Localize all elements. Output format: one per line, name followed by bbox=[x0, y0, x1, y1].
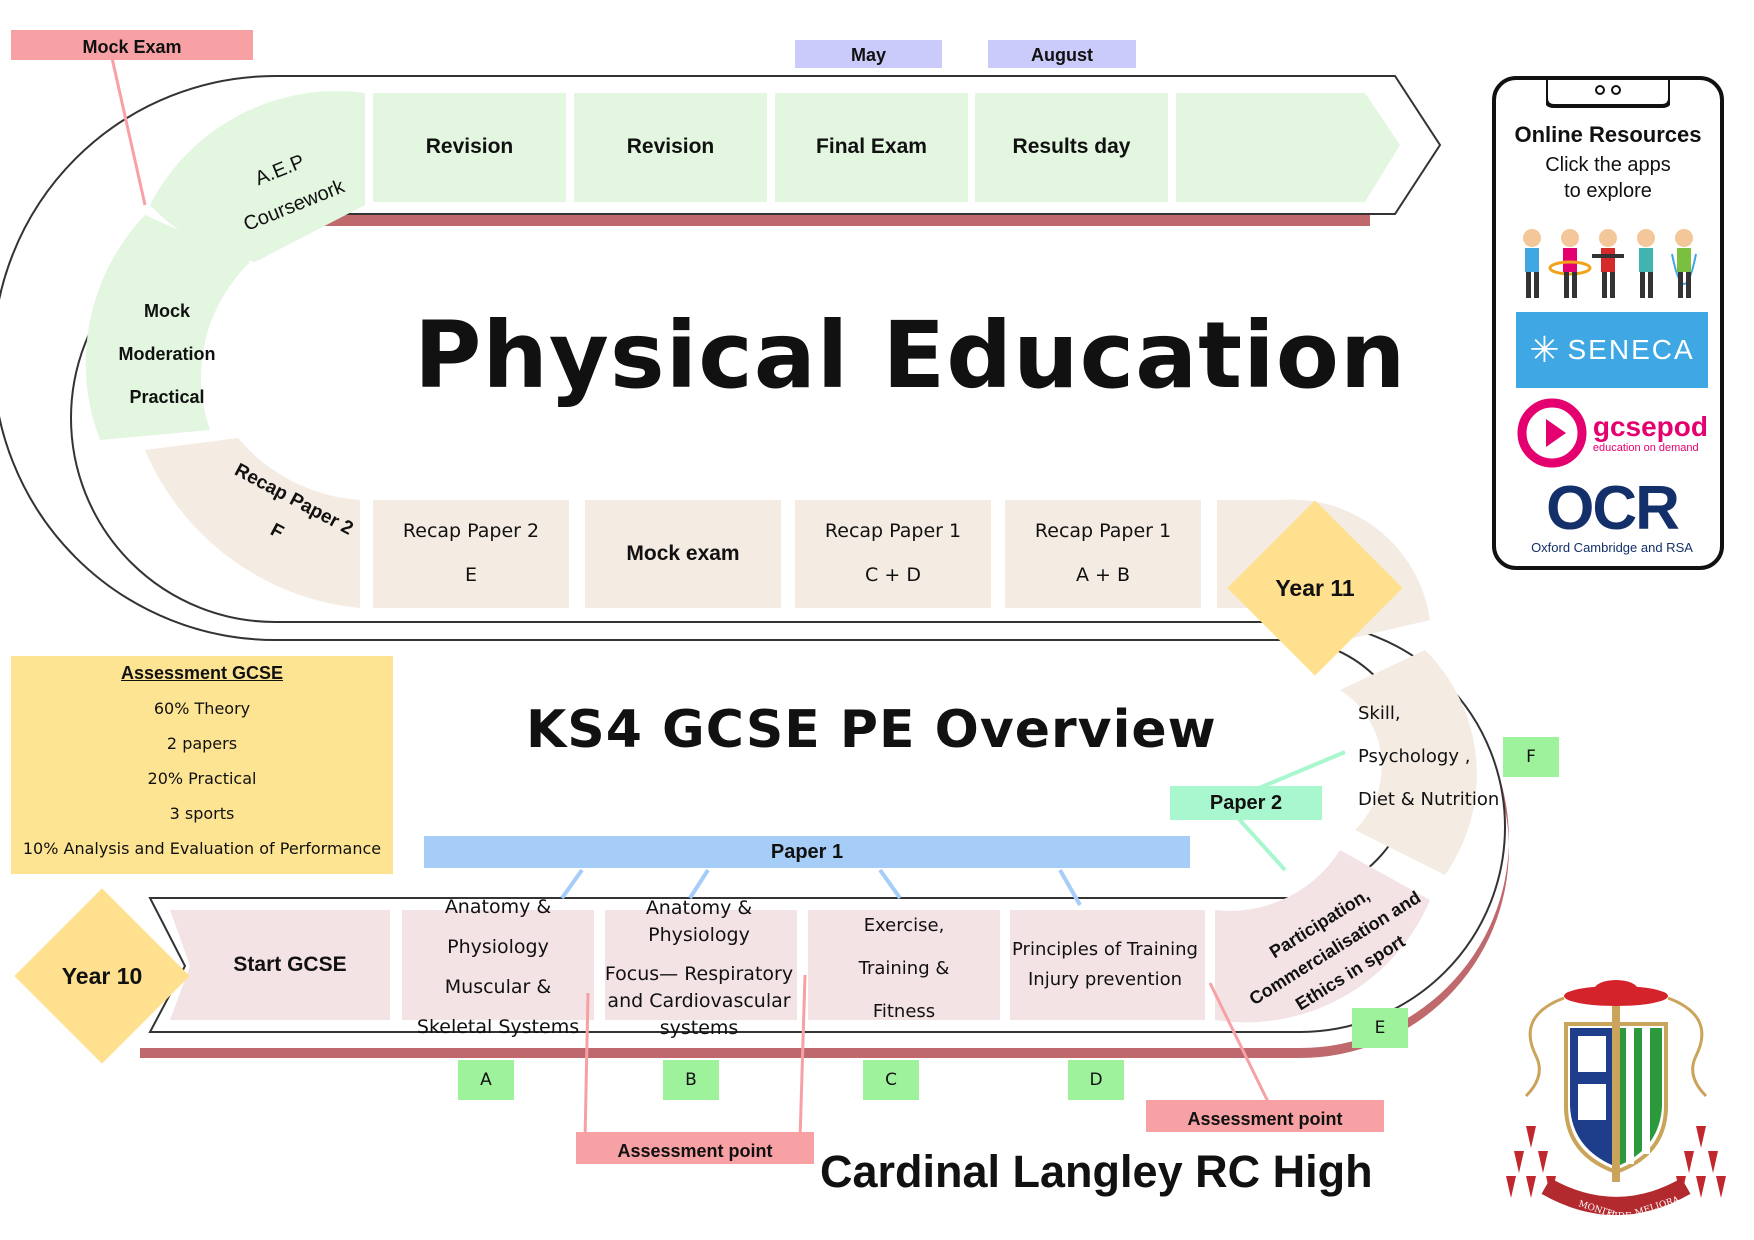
assessment-line-theory: 60% Theory bbox=[153, 699, 251, 718]
crest-motto-2: FIDE bbox=[1608, 1212, 1632, 1222]
letter-c-badge: C bbox=[863, 1060, 919, 1100]
recap-e-letter: E bbox=[464, 564, 477, 586]
school-name: Cardinal Langley RC High bbox=[820, 1146, 1373, 1197]
paper-1-label: Paper 1 bbox=[770, 840, 844, 863]
ocr-label: OCR bbox=[1546, 474, 1680, 543]
seneca-label: SENECA bbox=[1567, 334, 1695, 365]
may-tag: May bbox=[795, 40, 942, 68]
topic-b-line2: Focus— Respiratory bbox=[604, 962, 794, 985]
gcsepod-app-button[interactable]: gcsepod education on demand bbox=[1516, 396, 1708, 470]
topic-b-line1: Anatomy & Physiology bbox=[645, 896, 753, 946]
online-resources-title: Online Resources bbox=[1514, 122, 1702, 147]
revision-2-segment: Revision bbox=[574, 93, 767, 202]
revision-1-segment: Revision bbox=[373, 93, 566, 202]
mock-moderation-segment: Mock Moderation Practical bbox=[102, 290, 232, 419]
mock-label: Mock bbox=[143, 301, 190, 321]
assessment-point-label-2: Assessment point bbox=[1187, 1109, 1343, 1129]
recap-cd-label: Recap Paper 1 bbox=[824, 520, 962, 543]
page-title: Physical Education bbox=[414, 302, 1407, 409]
mock-exam-tag: Mock Exam bbox=[11, 30, 253, 60]
skill-psychology-segment: Skill, Psychology , Diet & Nutrition bbox=[1358, 692, 1499, 821]
skill-label: Skill, bbox=[1358, 703, 1401, 724]
paper-2-label: Paper 2 bbox=[1209, 791, 1283, 814]
topic-a-line4: Skeletal Systems bbox=[416, 1016, 580, 1038]
letter-b-badge: B bbox=[663, 1060, 719, 1100]
online-resources-phone: Online Resources Click the apps to explo… bbox=[1492, 76, 1724, 570]
topic-c-line1: Exercise, bbox=[863, 914, 945, 936]
topic-a-line1: Anatomy & bbox=[444, 896, 552, 918]
school-crest-icon: MONITI FIDE MELIORA bbox=[1506, 980, 1726, 1222]
recap-paper-1-cd-segment: Recap Paper 1 C + D bbox=[795, 500, 991, 608]
assessment-line-practical: 20% Practical bbox=[147, 769, 257, 788]
seneca-star-icon: ✳ bbox=[1529, 329, 1560, 370]
topic-b-line3: and Cardiovascular bbox=[607, 989, 791, 1012]
letter-a-badge: A bbox=[458, 1060, 514, 1100]
topic-c-line2: Training & bbox=[858, 957, 950, 979]
gcsepod-tagline: education on demand bbox=[1592, 442, 1699, 454]
recap-ab-label: Recap Paper 1 bbox=[1034, 520, 1172, 543]
topic-a-line2: Physiology bbox=[447, 936, 549, 958]
revision-1-label: Revision bbox=[425, 135, 514, 159]
gcsepod-label: gcsepod bbox=[1592, 411, 1708, 442]
start-gcse-label: Start GCSE bbox=[233, 952, 347, 976]
instructions-line1: Click the apps bbox=[1545, 154, 1671, 176]
assessment-heading: Assessment GCSE bbox=[120, 663, 284, 683]
page-subtitle: KS4 GCSE PE Overview bbox=[526, 700, 1217, 760]
topic-a-line3: Muscular & bbox=[444, 976, 552, 998]
assessment-line-papers: 2 papers bbox=[166, 734, 238, 753]
year-11-label: Year 11 bbox=[1275, 574, 1355, 601]
recap-paper-1-ab-segment: Recap Paper 1 A + B bbox=[1005, 500, 1201, 608]
topic-d-segment: Principles of Training Injury prevention bbox=[1005, 910, 1205, 1020]
topic-d-line1: Principles of Training bbox=[1012, 939, 1198, 960]
assessment-line-sports: 3 sports bbox=[169, 804, 235, 823]
topic-a-segment: Anatomy & Physiology Muscular & Skeletal… bbox=[402, 892, 594, 1042]
assessment-point-label-1: Assessment point bbox=[617, 1141, 773, 1161]
ocr-tagline: Oxford Cambridge and RSA bbox=[1531, 540, 1693, 555]
assessment-point-tag-1: Assessment point bbox=[576, 1132, 814, 1164]
year-10-label: Year 10 bbox=[61, 962, 143, 989]
moderation-label: Moderation bbox=[118, 344, 216, 364]
final-exam-label: Final Exam bbox=[816, 135, 927, 159]
results-day-segment: Results day bbox=[975, 93, 1168, 202]
august-label: August bbox=[1031, 45, 1093, 65]
letter-d-badge: D bbox=[1068, 1060, 1124, 1100]
letter-e-badge: E bbox=[1352, 1008, 1408, 1048]
topic-d-line2: Injury prevention bbox=[1027, 969, 1183, 990]
kids-exercising-icon bbox=[1523, 229, 1697, 298]
assessment-line-analysis: 10% Analysis and Evaluation of Performan… bbox=[22, 839, 382, 858]
mock-exam-tag-label: Mock Exam bbox=[82, 37, 182, 57]
recap-e-label: Recap Paper 2 bbox=[402, 520, 540, 543]
practical-label: Practical bbox=[129, 387, 205, 407]
diet-nutrition-label: Diet & Nutrition bbox=[1358, 789, 1500, 810]
may-label: May bbox=[850, 45, 886, 65]
recap-paper-2-e-segment: Recap Paper 2 E bbox=[373, 500, 569, 608]
august-tag: August bbox=[988, 40, 1136, 68]
ocr-app-button[interactable]: OCR Oxford Cambridge and RSA bbox=[1516, 478, 1708, 558]
results-day-label: Results day bbox=[1012, 135, 1131, 159]
recap-ab-letters: A + B bbox=[1075, 564, 1131, 586]
paper-1-bar: Paper 1 bbox=[424, 836, 1190, 868]
online-resources-instructions: Click the apps to explore bbox=[1496, 152, 1720, 204]
topic-b-segment: Anatomy & Physiology Focus— Respiratory … bbox=[592, 897, 806, 1039]
mock-exam-label: Mock exam bbox=[626, 541, 740, 565]
topic-b-line4: systems bbox=[659, 1016, 739, 1039]
final-exam-segment: Final Exam bbox=[775, 93, 968, 202]
instructions-line2: to explore bbox=[1564, 180, 1652, 202]
paper-2-tag: Paper 2 bbox=[1170, 786, 1322, 820]
topic-c-segment: Exercise, Training & Fitness bbox=[808, 910, 1000, 1026]
recap-cd-letters: C + D bbox=[865, 564, 921, 586]
assessment-gcse-box: Assessment GCSE 60% Theory 2 papers 20% … bbox=[11, 656, 393, 874]
letter-f-badge: F bbox=[1503, 737, 1559, 777]
psychology-label: Psychology , bbox=[1358, 746, 1471, 767]
phone-notch bbox=[1546, 80, 1670, 108]
gcsepod-play-icon bbox=[1517, 398, 1587, 468]
assessment-point-tag-2: Assessment point bbox=[1146, 1100, 1384, 1132]
seneca-app-button[interactable]: ✳ SENECA bbox=[1516, 312, 1708, 388]
revision-2-label: Revision bbox=[626, 135, 715, 159]
start-gcse-segment: Start GCSE bbox=[190, 910, 390, 1020]
mock-exam-segment: Mock exam bbox=[585, 500, 781, 608]
topic-c-line3: Fitness bbox=[872, 1000, 936, 1022]
